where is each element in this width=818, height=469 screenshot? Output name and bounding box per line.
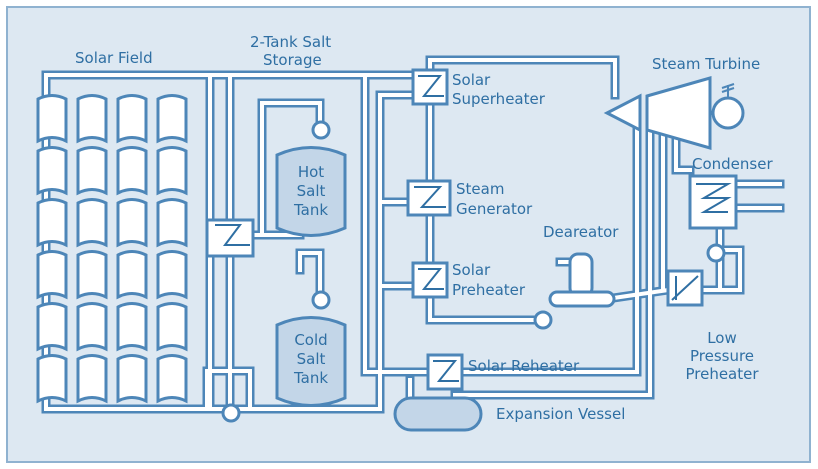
cold-tank-label-line2: Salt (297, 350, 326, 368)
hot-tank-label-line3: Tank (293, 201, 328, 219)
storage-label-line1: 2-Tank Salt (250, 33, 331, 51)
solar-collector-panel (76, 250, 108, 300)
expansion-vessel-label: Expansion Vessel (496, 405, 625, 423)
steam-turbine-label: Steam Turbine (652, 55, 760, 73)
storage-label-line2: Storage (263, 51, 322, 69)
generator-icon (711, 83, 745, 130)
heat-exchanger-storage (205, 218, 255, 258)
pipe-network (41, 55, 785, 414)
hot-tank-label-line2: Salt (297, 182, 326, 200)
solar-collector-panel (116, 146, 148, 196)
solar-collector-panel (76, 302, 108, 352)
solar-preheater-icon (411, 261, 449, 299)
solar-collector-panel (116, 354, 148, 404)
solar-collector-panel (36, 94, 68, 144)
pump-icon (533, 310, 553, 330)
solar-collector-panel (36, 250, 68, 300)
solar-superheater-icon (411, 68, 449, 106)
solar-collector-panel (116, 94, 148, 144)
solar-collector-panel (156, 250, 188, 300)
solar-collector-panel (156, 354, 188, 404)
superheater-label-line2: Superheater (452, 90, 546, 108)
preheater-label-line1: Solar (452, 261, 491, 279)
solar-field-label: Solar Field (75, 49, 153, 67)
deareator-icon (548, 252, 616, 308)
pump-icon (311, 120, 331, 140)
solar-collector-panel (156, 94, 188, 144)
solar-field (36, 94, 188, 404)
hot-tank-label-line1: Hot (298, 163, 324, 181)
cold-tank-label-line3: Tank (293, 369, 328, 387)
reheater-label: Solar Reheater (468, 357, 580, 375)
solar-collector-panel (76, 146, 108, 196)
solar-collector-panel (156, 302, 188, 352)
expansion-vessel (393, 396, 483, 432)
solar-collector-panel (76, 94, 108, 144)
solar-collector-panel (36, 198, 68, 248)
condenser-icon (688, 174, 738, 230)
pump-icon (221, 403, 241, 423)
solar-collector-panel (156, 146, 188, 196)
hot-salt-tank (275, 146, 347, 237)
solar-collector-panel (36, 354, 68, 404)
cold-salt-tank (275, 316, 347, 407)
generator-label-line1: Steam (456, 180, 504, 198)
solar-collector-panel (76, 354, 108, 404)
solar-collector-panel (36, 146, 68, 196)
solar-collector-panel (116, 302, 148, 352)
generator-label-line2: Generator (456, 200, 533, 218)
lp-preheater-label-line1: Low (707, 329, 737, 347)
condenser-label: Condenser (692, 155, 773, 173)
solar-collector-panel (116, 198, 148, 248)
solar-collector-panel (116, 250, 148, 300)
solar-collector-panel (36, 302, 68, 352)
superheater-label-line1: Solar (452, 71, 491, 89)
deareator-label: Deareator (543, 223, 619, 241)
low-pressure-preheater-icon (666, 269, 704, 307)
pump-icon (706, 243, 726, 263)
solar-collector-panel (156, 198, 188, 248)
lp-preheater-label-line2: Pressure (690, 347, 754, 365)
cold-tank-label-line1: Cold (294, 331, 327, 349)
solar-reheater-icon (426, 353, 464, 391)
preheater-label-line2: Preheater (452, 281, 526, 299)
lp-preheater-label-line3: Preheater (685, 365, 759, 383)
solar-collector-panel (76, 198, 108, 248)
pump-icon (311, 290, 331, 310)
steam-generator-icon (406, 179, 452, 217)
